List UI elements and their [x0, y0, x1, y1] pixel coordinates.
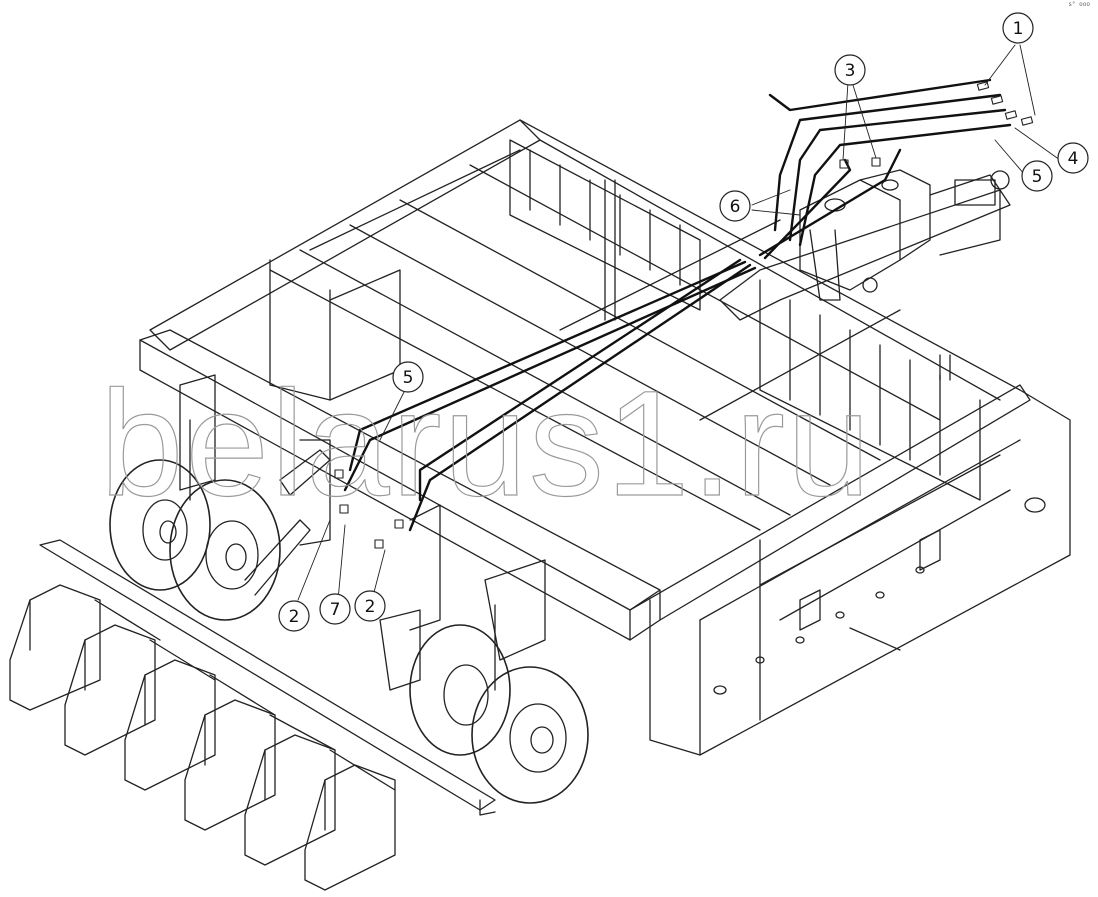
svg-text:6: 6 [730, 197, 741, 217]
leader-lines [297, 44, 1061, 601]
callout-5-left: 5 [392, 361, 424, 393]
wheel-left-rear [109, 459, 211, 591]
svg-text:2: 2 [289, 607, 300, 627]
callout-2-right: 2 [354, 590, 386, 622]
main-frame [139, 119, 1071, 756]
corner-note: s° ooo [1068, 1, 1090, 8]
callout-2-left: 2 [278, 600, 310, 632]
watermark: belarus1.ru [100, 359, 872, 527]
svg-text:1: 1 [1013, 19, 1024, 39]
callout-3: 3 [834, 54, 866, 86]
callout-1: 1 [1002, 12, 1034, 44]
callout-7: 7 [319, 593, 351, 625]
callout-4: 4 [1057, 142, 1089, 174]
svg-text:5: 5 [403, 368, 414, 388]
svg-text:5: 5 [1032, 167, 1043, 187]
wheel-brackets [179, 374, 546, 691]
svg-text:7: 7 [330, 600, 341, 620]
svg-text:3: 3 [845, 61, 856, 81]
couplers [334, 81, 1034, 549]
working-units [9, 539, 496, 891]
svg-text:4: 4 [1068, 149, 1079, 169]
hydraulic-hoses [343, 78, 1012, 532]
drawbar [719, 169, 1011, 321]
svg-text:2: 2 [365, 597, 376, 617]
wheel-right-rear [409, 624, 511, 756]
callout-5-top: 5 [1021, 160, 1053, 192]
wheel-left-front [169, 479, 281, 621]
callout-6: 6 [719, 190, 751, 222]
wheel-right-front [471, 666, 589, 804]
